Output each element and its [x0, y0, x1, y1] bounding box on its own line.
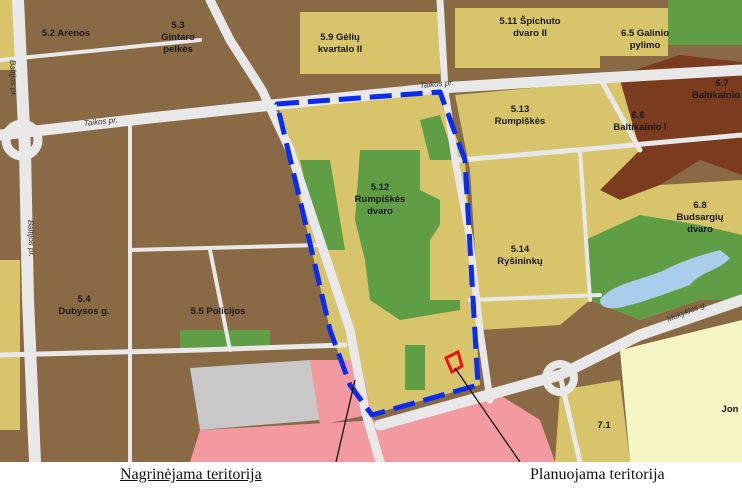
block-green — [180, 330, 270, 350]
street-label-taikos: Taikos pr. — [83, 115, 118, 128]
road — [457, 132, 742, 163]
road — [578, 148, 592, 302]
block-green — [420, 115, 455, 160]
road — [0, 38, 202, 62]
zone-label-5-5: 5.5 Policijos — [191, 306, 246, 317]
zoning-map: Taikos pr. Taikos pr. Baltijos pr. Balti… — [0, 0, 742, 462]
block-dark-brown — [600, 55, 742, 200]
block-tan — [600, 8, 668, 56]
block-green — [355, 150, 460, 320]
road-baltijos — [12, 0, 41, 462]
road — [208, 248, 232, 352]
block-gray — [190, 360, 320, 430]
block-tan — [455, 8, 600, 68]
road — [436, 0, 494, 404]
caption-study-area: Nagrinėjama teritorija — [120, 466, 262, 483]
street-label-baltijos: Baltijos pr. — [8, 60, 18, 97]
zone-label-5-2: 5.2 Arenos — [42, 28, 90, 39]
block-green — [300, 160, 345, 250]
zone-label-jon: Jon — [722, 404, 739, 415]
lake — [600, 250, 730, 309]
road — [128, 243, 322, 252]
study-area-boundary — [274, 89, 481, 418]
block-tan — [300, 12, 440, 74]
road — [597, 75, 643, 153]
leader-line-planned — [454, 367, 521, 462]
street-label-taikos: Taikos pr. — [419, 78, 454, 90]
block-tan — [0, 0, 15, 70]
roundabout — [542, 360, 578, 396]
caption-planned-area: Planuojama teritorija — [530, 466, 665, 483]
road — [205, 0, 385, 462]
leader-line-study — [335, 379, 356, 462]
block-tan — [0, 260, 20, 430]
street-label-baltijos: Baltijos pr. — [26, 220, 36, 257]
planned-area — [444, 349, 464, 375]
road — [468, 293, 602, 302]
block-green — [668, 0, 742, 45]
block-green — [405, 345, 425, 390]
roundabout — [1, 119, 43, 161]
zone-label-7-1: 7.1 — [597, 420, 611, 431]
block-pale — [620, 320, 742, 462]
road — [0, 342, 348, 358]
